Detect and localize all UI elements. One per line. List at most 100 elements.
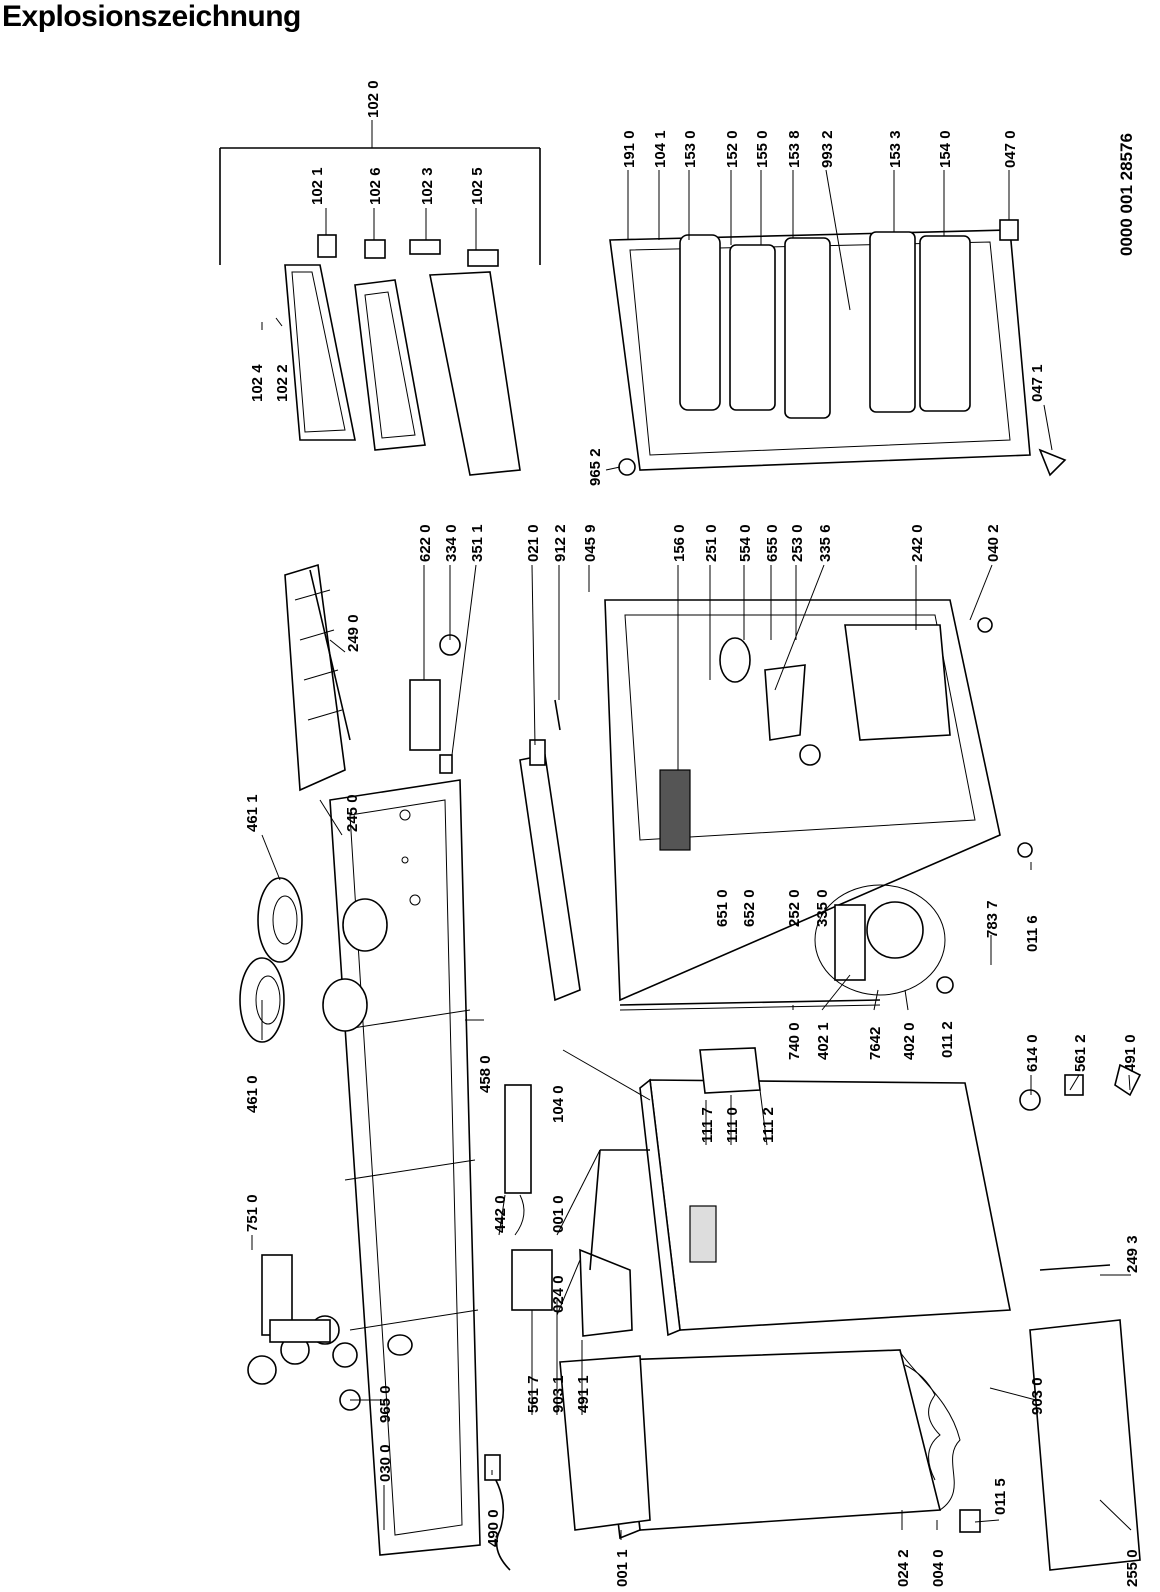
part-number-label: 191 0 [621,130,638,168]
part-number-label: 111 0 [724,1107,741,1143]
part-number-label: 554 0 [737,524,754,562]
part-number-label: 153 3 [887,130,904,168]
part-number-label: 040 2 [985,524,1002,562]
part-number-label: 491 0 [1122,1034,1139,1072]
part-number-label: 030 0 [377,1444,394,1482]
part-number-label: 104 1 [652,130,669,168]
part-number-label: 614 0 [1024,1034,1041,1072]
part-number-label: 004 0 [930,1549,947,1587]
part-number-label: 111 7 [699,1107,716,1143]
part-number-label: 7642 [867,1027,884,1060]
part-number-label: 903 0 [1029,1377,1046,1415]
leader-line [1069,1074,1080,1091]
part-number-label: 442 0 [492,1195,509,1233]
part-number-label: 102 2 [274,364,291,402]
part-number-label: 491 1 [575,1375,592,1413]
part-number-label: 783 7 [984,900,1001,938]
worktop [322,779,481,1556]
part-number-label: 253 0 [789,524,806,562]
part-number-label: 001 0 [550,1195,567,1233]
page-title: Explosionszeichnung [2,0,301,33]
leader-line [904,989,909,1011]
leader-line [556,1259,581,1316]
leader-line [759,1089,768,1146]
part-number-label: 011 5 [992,1478,1009,1515]
leader-line [451,564,477,756]
part-number-label: 251 0 [703,524,720,562]
part-number-label: 965 2 [587,448,604,486]
part-number-label: 102 0 [365,80,382,118]
leader-line [1043,404,1053,451]
part-number-label: 458 0 [477,1055,494,1093]
part-number-label: 024 0 [550,1275,567,1313]
part-number-label: 751 0 [244,1194,261,1232]
part-number-label: 912 2 [552,524,569,562]
part-number-label: 111 2 [760,1107,777,1143]
lamp-cover [519,699,581,1002]
part-number-label: 334 0 [443,524,460,562]
part-number-label: 047 1 [1029,364,1046,402]
leader-line [275,317,283,327]
thermostat-unit [409,634,461,774]
leader-line [989,1387,1037,1401]
part-number-label: 102 6 [367,167,384,205]
part-number-label: 153 8 [786,130,803,168]
leader-line [562,1049,651,1101]
leader-line [1099,1499,1132,1531]
leader-line [825,169,851,311]
part-number-label: 153 0 [682,130,699,168]
freezer-flap [219,147,541,476]
part-number-label: 402 0 [901,1022,918,1060]
part-number-label: 561 7 [525,1375,542,1413]
leader-line [873,989,879,1011]
part-number-label: 156 0 [671,524,688,562]
leader-line [319,799,343,836]
part-number-label: 154 0 [937,130,954,168]
part-number-label: 024 2 [895,1549,912,1587]
part-number-label: 622 0 [417,524,434,562]
part-number-label: 102 5 [469,167,486,205]
part-number-label: 155 0 [754,130,771,168]
part-number-label: 252 0 [786,889,803,927]
part-number-label: 102 4 [249,364,266,402]
part-number-label: 011 6 [1024,915,1041,952]
cabinet [559,1349,961,1540]
door [579,1047,1011,1337]
leader-line [556,1149,601,1236]
misc-small-parts [484,617,1142,1571]
part-number-label: 402 1 [815,1022,832,1060]
part-number-label: 255 0 [1124,1549,1141,1587]
leader-line [531,564,536,746]
part-number-label: 047 0 [1002,130,1019,168]
part-number-label: 045 9 [582,524,599,562]
part-number-label: 903 1 [550,1375,567,1413]
leader-line [605,466,621,471]
leader-line [821,974,851,1011]
part-number-label: 102 3 [419,167,436,205]
part-number-label: 249 3 [1124,1235,1141,1273]
part-number-label: 652 0 [741,889,758,927]
part-number-label: 740 0 [786,1022,803,1060]
document-number: 0000 001 28576 [1117,133,1136,256]
compressor [814,884,954,996]
part-number-label: 335 0 [814,889,831,927]
part-number-label: 242 0 [909,524,926,562]
part-number-label: 104 0 [550,1085,567,1123]
leader-line [261,834,281,881]
part-number-label: 490 0 [485,1509,502,1547]
part-number-label: 993 2 [819,130,836,168]
grid-shelf [284,563,351,792]
leader-line [974,1519,1000,1523]
part-number-label: 461 1 [244,794,261,832]
part-number-label: 152 0 [724,130,741,168]
leader-line [969,564,993,621]
part-number-label: 655 0 [764,524,781,562]
part-number-label: 561 2 [1072,1034,1089,1072]
part-number-label: 335 6 [817,524,834,562]
part-number-label: 011 2 [939,1021,956,1058]
inner-liner [604,599,1001,1011]
part-number-label: 461 0 [244,1075,261,1113]
leader-line [498,1194,506,1236]
part-number-label: 245 0 [344,794,361,832]
leader-line [1128,1074,1131,1091]
